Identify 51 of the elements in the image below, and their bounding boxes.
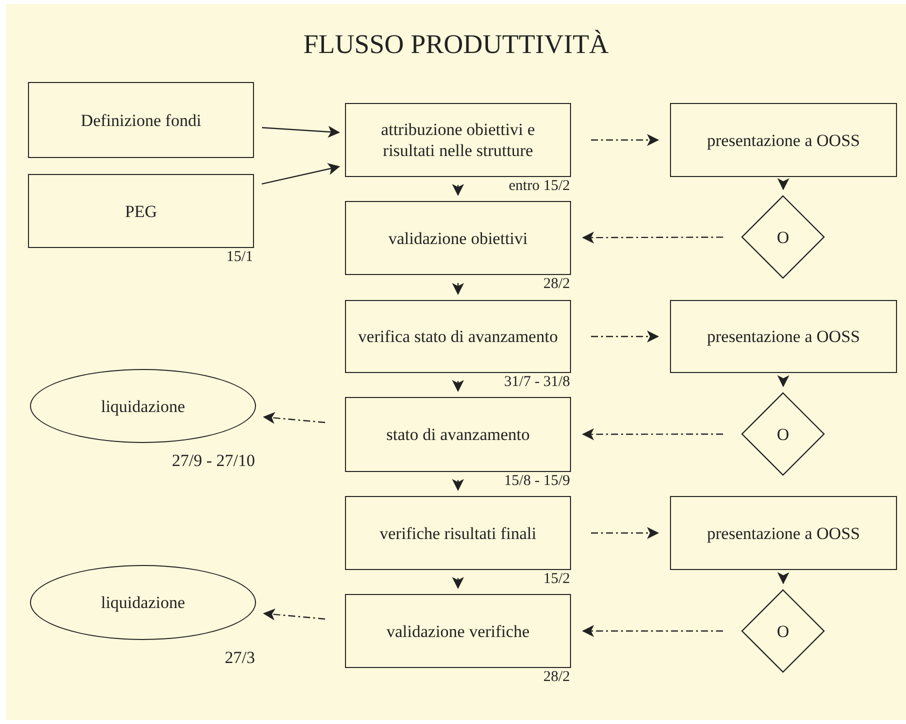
dashed-arrow [591, 527, 659, 539]
date-label: 15/8 - 15/9 [504, 472, 570, 491]
date-label: 27/3 [224, 647, 255, 668]
process-box [28, 82, 254, 158]
arrow [452, 479, 464, 491]
dashed-arrow [582, 625, 723, 637]
date-label: 27/9 - 27/10 [172, 450, 255, 472]
node-label: liquidazione [100, 592, 186, 613]
arrow [452, 577, 464, 589]
decision-diamond [741, 195, 825, 279]
node-label: verifiche risultati finali [378, 522, 538, 544]
dashed-arrow [262, 412, 326, 424]
node-label: verifica stato di avanzamento [357, 326, 559, 347]
arrow [452, 283, 464, 295]
arrow [777, 375, 790, 388]
process-box [670, 103, 897, 177]
dashed-arrow [582, 232, 724, 244]
node-label: validazione verifiche [385, 620, 530, 642]
node-label: O [776, 424, 790, 444]
diagram-title: FLUSSO PRODUTTIVITÀ [302, 28, 610, 61]
decision-diamond [741, 589, 825, 673]
arrow [262, 126, 340, 138]
node-label: O [776, 620, 790, 642]
process-box [670, 300, 897, 373]
date-label: 15/1 [226, 248, 253, 267]
date-label: entro 15/2 [508, 177, 570, 196]
node-label: validazione obiettivi [387, 228, 529, 248]
arrow [777, 572, 790, 584]
node-label: Definizione fondi [80, 110, 202, 130]
node-label: presentazione a OOSS [706, 130, 861, 150]
decision-diamond [741, 392, 825, 476]
date-label: 15/2 [543, 570, 570, 589]
arrow [777, 178, 790, 190]
node-label: liquidazione [100, 396, 186, 416]
node-label: O [776, 226, 790, 248]
date-label: 28/2 [543, 275, 570, 294]
dashed-arrow [582, 428, 724, 440]
date-label: 31/7 - 31/8 [504, 373, 570, 392]
node-label: PEG [124, 200, 158, 222]
node-label: stato di avanzamento [385, 424, 531, 445]
process-box [670, 496, 897, 570]
node-label: attribuzione obiettivi e risultati nelle strutture [380, 119, 536, 161]
dashed-arrow [591, 134, 659, 146]
dashed-arrow [262, 608, 326, 620]
dashed-arrow [591, 330, 659, 342]
arrow [262, 163, 340, 185]
node-label: presentazione a OOSS [706, 326, 861, 347]
node-label: presentazione a OOSS [706, 522, 861, 544]
arrow [452, 380, 464, 392]
date-label: 28/2 [543, 668, 570, 687]
arrow [452, 184, 464, 196]
